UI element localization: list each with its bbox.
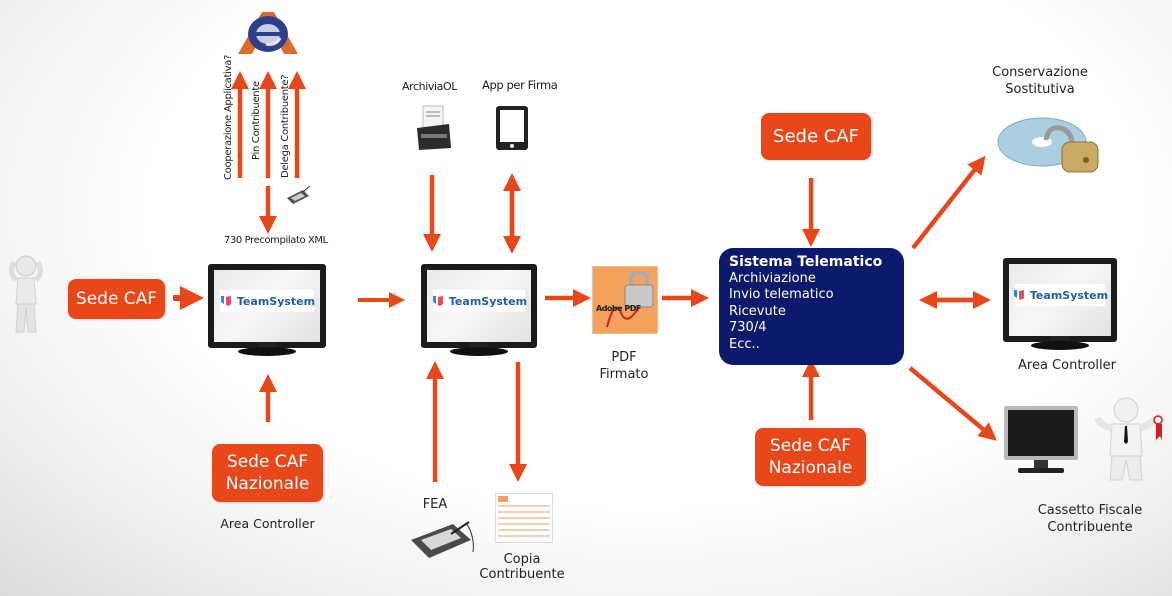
pdf-line2: Firmato [599,367,649,382]
teamsystem-logo-icon [431,294,445,308]
monitor-screen: TeamSystem [208,264,326,348]
sede-caf-box-left: Sede CAF [68,279,165,319]
tablet-icon [494,104,530,152]
document-scanner-icon [413,104,453,152]
monitor-neck [1051,336,1069,344]
arrow-to-cassetto [908,366,997,441]
signature-pad-icon [285,185,311,206]
teamsystem-logo-icon [1012,288,1026,302]
monitor-base [238,347,296,356]
copia-line1: Copia [503,552,541,567]
teamsystem-logo: TeamSystem [431,290,528,312]
monitor-base [1031,341,1089,350]
label-cooperazione: Cooperazione Applicativa? [223,54,234,180]
fea-signature-pad-icon [407,518,477,560]
sistema-telematico-title: Sistema Telematico [729,254,883,270]
conservazione-line1: Conservazione [992,65,1088,80]
monitor-neck [258,342,276,350]
agenzia-entrate-logo-icon [232,4,304,56]
arrow-to-conservazione [911,155,986,250]
cassetto-line1: Cassetto Fiscale [1037,503,1143,518]
system-item: Archiviazione [729,270,816,286]
label-730-precompilato: 730 Precompilato XML [224,235,328,246]
area-controller-label-right: Area Controller [1018,358,1116,373]
area-controller-label-left: Area Controller [220,516,315,531]
cassetto-line2: Contribuente [1047,520,1133,535]
teamsystem-logo-text: TeamSystem [1029,288,1109,302]
label-delega: Delega Contribuente? [280,74,291,178]
teamsystem-logo: TeamSystem [1012,284,1109,306]
archivia-label: ArchiviaOL [402,80,457,93]
tax-form-document-icon [495,493,553,543]
monitor-neck [470,342,488,350]
teamsystem-monitor-right: TeamSystem [1003,258,1117,350]
pdf-firmato-label: PDF Firmato [592,349,656,383]
monitor-screen: TeamSystem [421,264,537,348]
sede-caf-box-top: Sede CAF [761,113,871,160]
monitor-screen: TeamSystem [1003,258,1117,342]
locked-disc-icon [996,112,1110,184]
stressed-person-icon [6,252,46,334]
pdf-line1: PDF [611,350,637,365]
label-pin: Pin Contribuente [251,81,262,160]
sede-caf-top-label: Sede CAF [773,125,859,147]
copia-line2: Contribuente [479,567,565,582]
sistema-telematico-box: Sistema Telematico Archiviazione Invio t… [719,248,904,365]
sede-caf-nazionale-line1: Sede CAF [226,452,309,472]
sede-caf-nazionale-line1: Sede CAF [769,436,852,456]
pdf-signed-icon: Adobe PDF [592,266,658,334]
fea-label: FEA [422,497,448,512]
teamsystem-logo-icon [219,294,233,308]
system-item: Invio telematico [729,287,834,302]
system-item: 730/4 [729,320,767,335]
teamsystem-monitor-middle: TeamSystem [421,264,537,356]
sede-caf-nazionale-line2: Nazionale [768,458,853,478]
teamsystem-logo-text: TeamSystem [236,294,316,308]
sede-caf-label: Sede CAF [75,289,158,309]
app-per-firma-label: App per Firma [482,78,558,92]
system-item: Ecc.. [729,336,760,352]
monitor-icon [1002,404,1080,476]
teamsystem-logo-text: TeamSystem [448,294,528,308]
teamsystem-logo: TeamSystem [219,290,316,312]
person-with-keys-icon [1090,396,1170,482]
monitor-base [450,347,508,356]
teamsystem-monitor-left: TeamSystem [208,264,326,356]
adobe-pdf-text: Adobe PDF [596,304,641,313]
system-item: Ricevute [729,303,786,319]
conservazione-line2: Sostitutiva [1005,82,1075,97]
sede-caf-nazionale-line2: Nazionale [225,474,310,494]
